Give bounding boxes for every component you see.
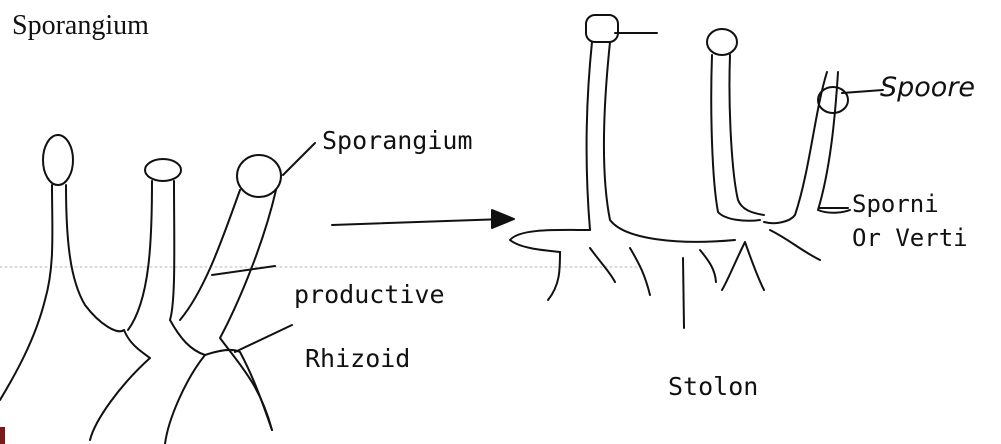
right-stalk-1-inner xyxy=(604,42,735,242)
pointer-rhizoid xyxy=(235,325,292,352)
right-rhizoid-3 xyxy=(630,248,650,295)
transition-arrow xyxy=(332,210,514,228)
arrow-shaft xyxy=(332,219,505,225)
left-rhizoid-branch-1 xyxy=(90,330,150,440)
label-stolon: Stolon xyxy=(668,374,758,399)
left-stalk-3-right xyxy=(220,190,276,430)
left-stalk-2-left xyxy=(128,181,152,330)
right-stalk-2-left xyxy=(711,55,760,221)
left-sporangium-1 xyxy=(43,135,73,185)
left-sporangium-2 xyxy=(145,159,181,181)
right-rhizoid-4 xyxy=(700,250,716,282)
left-stalk-1-outer xyxy=(0,185,52,400)
right-stalk-1-outer xyxy=(510,42,592,252)
left-sporangium-3 xyxy=(237,155,281,197)
label-sporangium: Sporangium xyxy=(322,128,473,153)
left-stalk-1-inner xyxy=(66,185,124,331)
left-stalk-3-left xyxy=(180,190,240,320)
label-or-verti: Or Verti xyxy=(852,226,968,250)
pointer-sporangium xyxy=(283,143,315,175)
left-rhizoid-branch-2 xyxy=(165,320,205,444)
right-rhizoid-1 xyxy=(548,252,560,300)
arrow-head xyxy=(492,210,514,228)
right-stalk-3-left xyxy=(764,72,827,223)
right-rhizoid-2 xyxy=(590,248,615,282)
right-sporangium-2 xyxy=(707,29,737,55)
label-top-left-sporangium: Sporangium xyxy=(12,12,149,40)
right-rhizoid-6 xyxy=(770,230,820,260)
left-organism xyxy=(0,135,315,444)
label-rhizoid: Rhizoid xyxy=(305,346,410,371)
pointer-spore xyxy=(842,90,883,93)
right-sporangium-1 xyxy=(586,15,618,42)
left-stalk-2-right xyxy=(170,181,174,320)
right-stalk-2-right xyxy=(729,55,764,215)
right-organism xyxy=(510,15,883,328)
label-spore: Spoore xyxy=(880,74,975,101)
label-productive: productive xyxy=(294,282,445,307)
corner-mark xyxy=(0,427,5,444)
pointer-stolon xyxy=(683,258,684,328)
label-sporni: Sporni xyxy=(852,192,939,216)
right-rhizoid-5 xyxy=(722,242,764,290)
